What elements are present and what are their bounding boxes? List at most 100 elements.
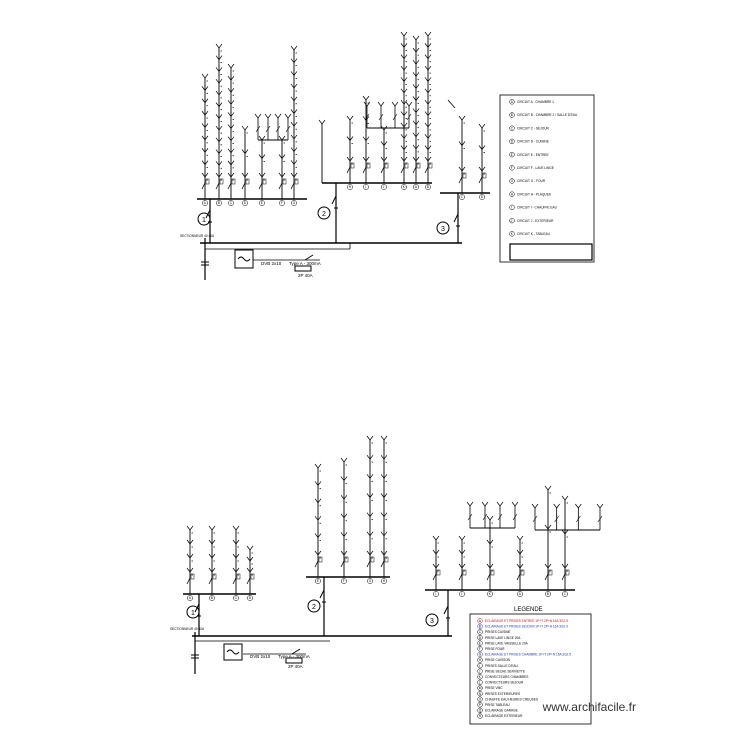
bottom-legend-letter: B: [479, 625, 481, 629]
top-socket-icon: [412, 59, 420, 65]
top-breaker-body: [462, 172, 467, 179]
bottom-breaker-body: [490, 569, 495, 576]
top-breaker-icon: [258, 182, 263, 190]
top-socket-icon: [424, 99, 432, 105]
top-group-3-label: 3: [441, 226, 445, 233]
top-breaker-body: [366, 162, 371, 169]
bottom-legend-marker: [477, 679, 483, 686]
top-legend-letter: E: [511, 153, 513, 157]
top-breaker-icon: [201, 182, 206, 190]
top-branch-mark: [378, 113, 384, 121]
bottom-socket-icon: [340, 476, 348, 482]
top-feeder-14: D: [478, 123, 487, 200]
top-legend-letter: I: [511, 206, 512, 210]
top-branch-mark: [265, 125, 271, 133]
top-circuit-circle: [259, 200, 265, 206]
top-socket-icon: [290, 45, 298, 51]
top-socket-icon: [412, 108, 420, 114]
top-group-circle-3: [436, 221, 450, 235]
bottom-breaker-icon: [246, 577, 251, 585]
bottom-socket-icon: [246, 556, 254, 562]
top-socket-icon: [215, 149, 223, 155]
top-socket-icon: [424, 111, 432, 117]
bottom-socket-icon: [561, 529, 569, 535]
top-feeder-13: C: [458, 115, 467, 200]
top-group-circle-2: [317, 206, 331, 220]
top-circuit-circle: [459, 194, 465, 200]
top-breaker-body: [205, 178, 210, 185]
top-breaker-body: [384, 162, 389, 169]
bottom-socket-icon: [516, 535, 524, 541]
top-breaker-2: [331, 195, 338, 209]
bottom-legend-marker: [477, 702, 483, 708]
top-legend-marker: [509, 191, 515, 197]
top-feeder-8: I: [362, 95, 371, 190]
bottom-circuit-letter: K: [489, 592, 492, 596]
top-socket-icon: [241, 172, 249, 178]
top-socket-icon: [258, 154, 266, 160]
bottom-legend-text: PRISE TABLEAU: [485, 703, 510, 707]
top-legend-marker: [509, 217, 515, 224]
bottom-switch-label-1: DVB 2x10: [250, 654, 271, 659]
bottom-feeder-8: I: [432, 535, 441, 597]
bottom-legend-letter: E: [479, 641, 481, 645]
top-circuit-circle: [381, 184, 387, 190]
bottom-legend-text: ECLAIRAGE ET PRISES ENTREE 1P+T 2P+N 16A…: [485, 619, 568, 623]
top-branch-socket-icon: [363, 101, 371, 107]
bottom-socket-icon: [246, 545, 254, 551]
top-circuit-letter: C: [230, 201, 233, 205]
bottom-branch-socket-icon: [531, 503, 539, 509]
bottom-socket-icon: [186, 567, 194, 573]
top-circuit-circle: [291, 200, 297, 206]
bottom-legend-text: PRISE SECHE SERVIETTE: [485, 669, 525, 673]
bottom-branch-1: [531, 503, 604, 531]
top-legend-text: CIRCUIT K - TABLEAU: [517, 232, 551, 236]
bottom-socket-icon: [314, 463, 322, 469]
bottom-legend-letter: Q: [479, 709, 482, 713]
top-breaker-body: [350, 162, 355, 169]
bottom-counter-box: [285, 657, 303, 664]
bottom-breaker-icon: [458, 573, 463, 581]
top-socket-icon: [215, 43, 223, 49]
bottom-socket-icon: [544, 485, 552, 491]
top-legend-text: CIRCUIT F - LAVE LINGE: [517, 166, 554, 170]
top-breaker-body: [231, 178, 236, 185]
bottom-breaker-icon: [232, 577, 237, 585]
bottom-legend-marker: [477, 640, 483, 646]
top-socket-icon: [400, 54, 408, 60]
top-breaker-body: [282, 178, 287, 185]
bottom-breaker-icon: [380, 560, 385, 568]
top-circuit-circle: [347, 184, 353, 190]
top-socket-icon: [400, 156, 408, 162]
bottom-group-3-label: 3: [430, 618, 434, 625]
top-source-label: SECTIONNEUR 40 40A: [180, 234, 215, 238]
top-socket-icon: [290, 160, 298, 165]
top-socket-icon: [424, 65, 432, 71]
top-breaker-icon: [380, 166, 385, 174]
bottom-legend-marker: [477, 618, 483, 624]
bottom-legend-marker: [477, 674, 483, 680]
bottom-breaker-body: [384, 556, 389, 563]
bottom-circuit-circle: [459, 591, 465, 597]
top-socket-icon: [201, 123, 209, 129]
top-socket-icon: [362, 95, 370, 101]
bottom-breaker-icon: [366, 560, 371, 568]
top-breaker-icon: [412, 166, 417, 174]
top-breaker-body: [416, 162, 421, 169]
top-switch-label-3: 2P 40A: [298, 273, 313, 278]
top-branch-mark: [406, 113, 412, 121]
top-socket-icon: [424, 122, 432, 128]
bottom-socket-icon: [516, 549, 524, 555]
bottom-legend-title: LEGENDE: [514, 607, 543, 613]
top-legend-highlight: [509, 243, 593, 261]
top-branch-socket-icon: [254, 113, 262, 119]
bottom-breaker-icon: [544, 573, 549, 581]
